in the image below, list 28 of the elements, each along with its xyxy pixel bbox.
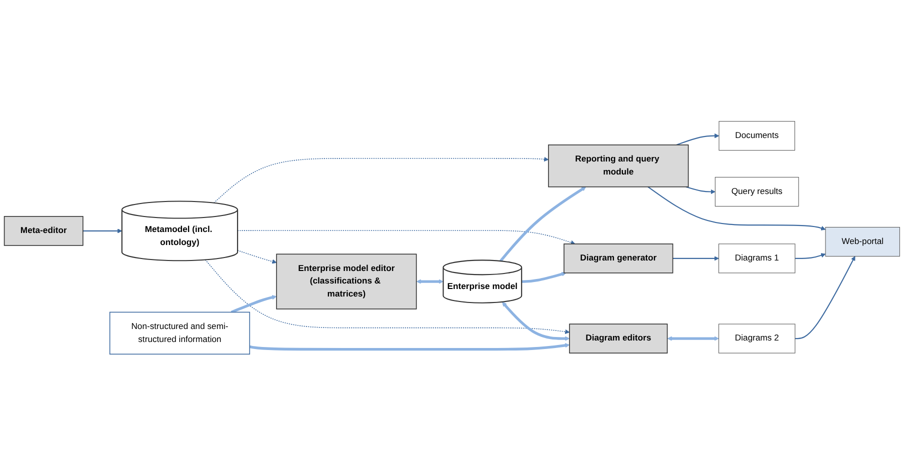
arrow <box>667 336 719 341</box>
arrow <box>522 272 566 283</box>
node-box: Diagram generator <box>564 243 674 274</box>
node-box: Query results <box>714 176 799 206</box>
arrow <box>416 278 444 284</box>
arrow <box>672 256 719 261</box>
node-box: Reporting and query module <box>548 144 689 188</box>
arrow <box>502 302 570 341</box>
node-box: Web-portal <box>825 226 900 256</box>
arrow <box>230 294 277 314</box>
arrow <box>500 186 586 262</box>
node-box: Diagrams 2 <box>718 324 796 354</box>
arrow <box>686 186 716 194</box>
node-box: Meta-editor <box>4 216 84 246</box>
node-box: Documents <box>718 120 796 150</box>
node-box: Diagrams 1 <box>718 243 796 273</box>
node-box: Non-structured and semi-structured information <box>109 312 250 354</box>
arrow <box>795 256 856 339</box>
arrow <box>249 342 570 350</box>
arrow <box>676 133 720 146</box>
node-box: Enterprise model editor (classifications & matrices) <box>276 254 417 310</box>
arrow <box>82 228 122 234</box>
arrow <box>213 156 549 204</box>
arrow <box>237 250 277 264</box>
arrow <box>237 230 576 245</box>
arrow <box>795 252 826 259</box>
arrow <box>648 186 826 230</box>
node-box: Diagram editors <box>569 323 668 354</box>
